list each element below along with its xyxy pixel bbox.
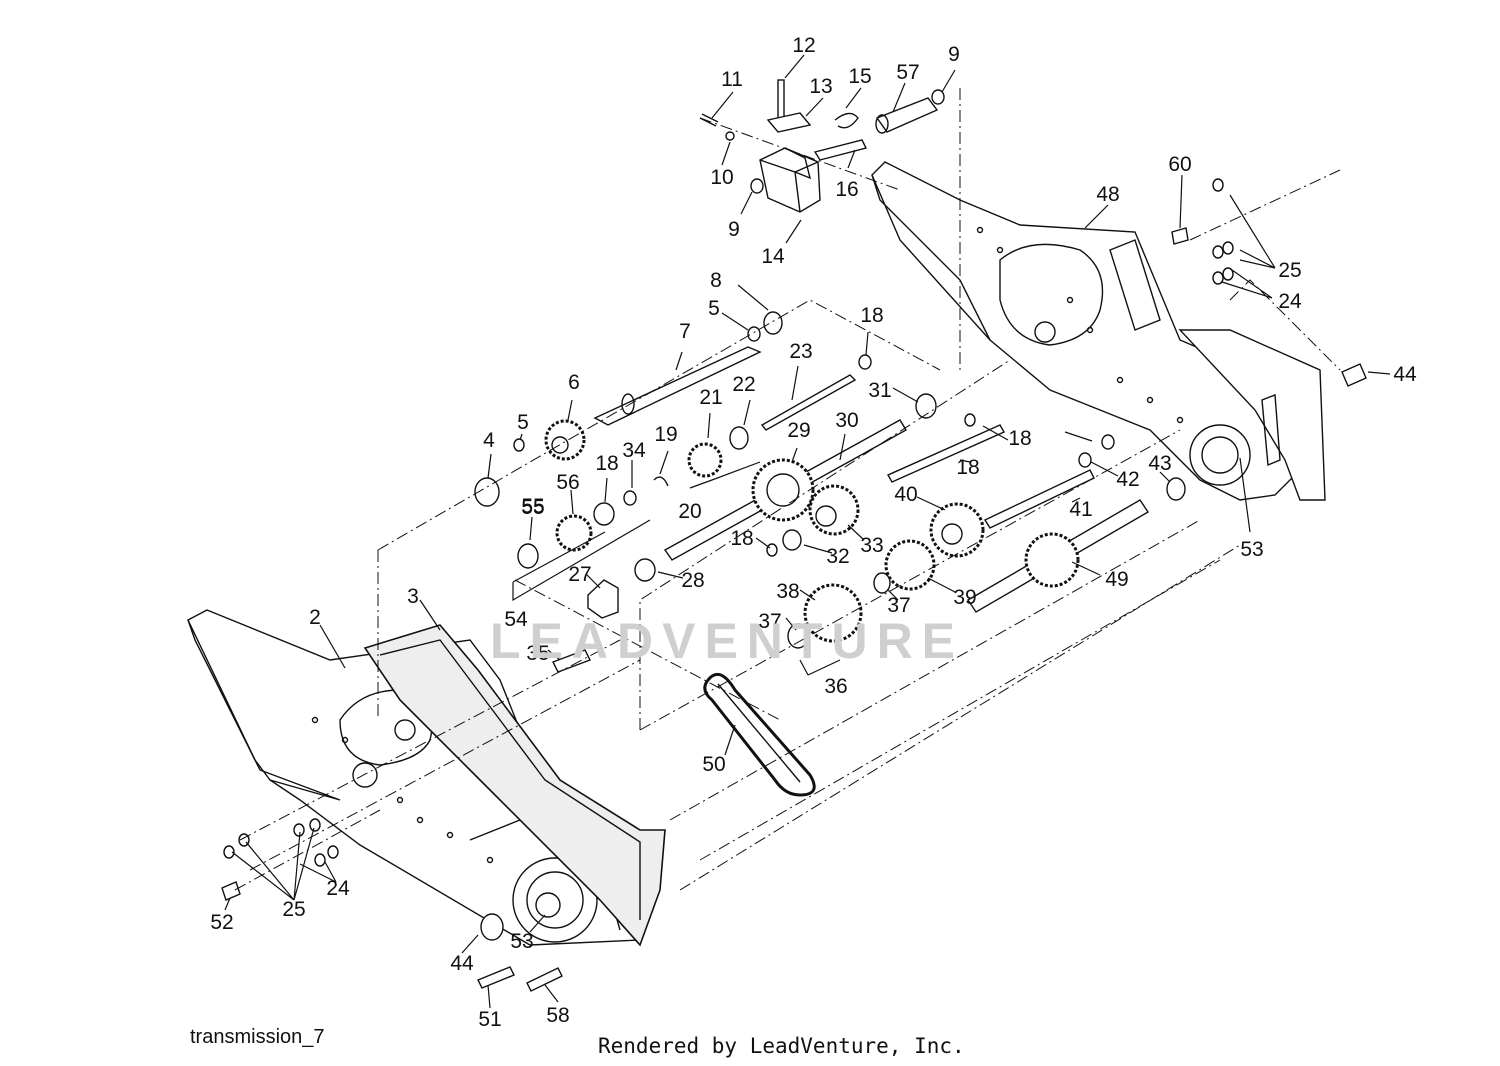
callout-13: 13 xyxy=(809,75,832,98)
callout-37: 37 xyxy=(758,610,781,633)
callout-49: 49 xyxy=(1105,568,1128,591)
callout-23: 23 xyxy=(789,340,812,363)
callout-48: 48 xyxy=(1096,183,1119,206)
callout-18: 18 xyxy=(860,304,883,327)
callout-28: 28 xyxy=(681,569,704,592)
callout-55: 55 xyxy=(521,496,544,519)
callout-30: 30 xyxy=(835,409,858,432)
callout-24: 24 xyxy=(1278,290,1302,313)
watermark-text: LEADVENTURE xyxy=(490,613,965,669)
callout-10: 10 xyxy=(710,166,733,189)
shift-block-assembly xyxy=(699,79,945,213)
callout-53: 53 xyxy=(1240,538,1263,561)
callout-42: 42 xyxy=(1116,468,1139,491)
callout-55: 55 xyxy=(521,495,544,518)
callout-25: 25 xyxy=(282,898,305,921)
callout-18: 18 xyxy=(730,527,753,550)
callout-56: 56 xyxy=(556,471,579,494)
callout-9: 9 xyxy=(728,218,740,241)
callout-7: 7 xyxy=(679,320,691,343)
callout-18: 18 xyxy=(956,456,979,479)
callout-34: 34 xyxy=(622,439,646,462)
callout-5: 5 xyxy=(708,297,720,320)
callout-51: 51 xyxy=(478,1008,501,1031)
callout-38: 38 xyxy=(776,580,799,603)
callout-2: 2 xyxy=(309,606,321,629)
callout-11: 11 xyxy=(721,68,743,91)
shafts-and-gears xyxy=(474,311,1367,649)
callout-32: 32 xyxy=(826,545,849,568)
callout-4: 4 xyxy=(483,429,495,452)
callout-5: 5 xyxy=(517,411,529,434)
callout-3: 3 xyxy=(407,585,419,608)
callout-40: 40 xyxy=(894,483,917,506)
callout-21: 21 xyxy=(699,386,722,409)
callout-60: 60 xyxy=(1168,153,1191,176)
callout-43: 43 xyxy=(1148,452,1171,475)
callout-9: 9 xyxy=(948,43,960,66)
callout-44: 44 xyxy=(450,952,474,975)
callout-35: 35 xyxy=(526,642,549,665)
leader-lines xyxy=(224,54,1391,1009)
callout-31: 31 xyxy=(868,379,891,402)
callout-53: 53 xyxy=(510,930,533,953)
right-housing-plate xyxy=(871,161,1326,501)
callout-14: 14 xyxy=(761,245,785,268)
footer-credit: Rendered by LeadVenture, Inc. xyxy=(598,1034,965,1058)
callout-58: 58 xyxy=(546,1004,569,1027)
callout-57: 57 xyxy=(896,61,919,84)
callout-18: 18 xyxy=(595,452,618,475)
hardware xyxy=(221,178,1234,992)
callout-50: 50 xyxy=(702,753,725,776)
callout-20: 20 xyxy=(678,500,701,523)
phantom-lines xyxy=(234,88,1341,891)
callout-24: 24 xyxy=(326,877,350,900)
diagram-name-label: transmission_7 xyxy=(190,1026,325,1048)
callout-52: 52 xyxy=(210,911,233,934)
callout-16: 16 xyxy=(835,178,858,201)
callout-37: 37 xyxy=(887,594,910,617)
callout-22: 22 xyxy=(732,373,755,396)
drive-chain xyxy=(703,672,816,797)
callout-36: 36 xyxy=(824,675,847,698)
callout-39: 39 xyxy=(953,586,976,609)
callout-8: 8 xyxy=(710,269,722,292)
callout-27: 27 xyxy=(568,563,591,586)
callout-12: 12 xyxy=(792,34,815,57)
callout-19: 19 xyxy=(654,423,677,446)
callout-15: 15 xyxy=(848,65,871,88)
callout-18: 18 xyxy=(1008,427,1031,450)
callout-54: 54 xyxy=(504,608,528,631)
belt-cover xyxy=(363,624,666,947)
callout-29: 29 xyxy=(787,419,810,442)
callout-33: 33 xyxy=(860,534,883,557)
callout-6: 6 xyxy=(568,371,580,394)
callout-41: 41 xyxy=(1069,498,1092,521)
callout-44: 44 xyxy=(1393,363,1417,386)
callout-25: 25 xyxy=(1278,259,1301,282)
